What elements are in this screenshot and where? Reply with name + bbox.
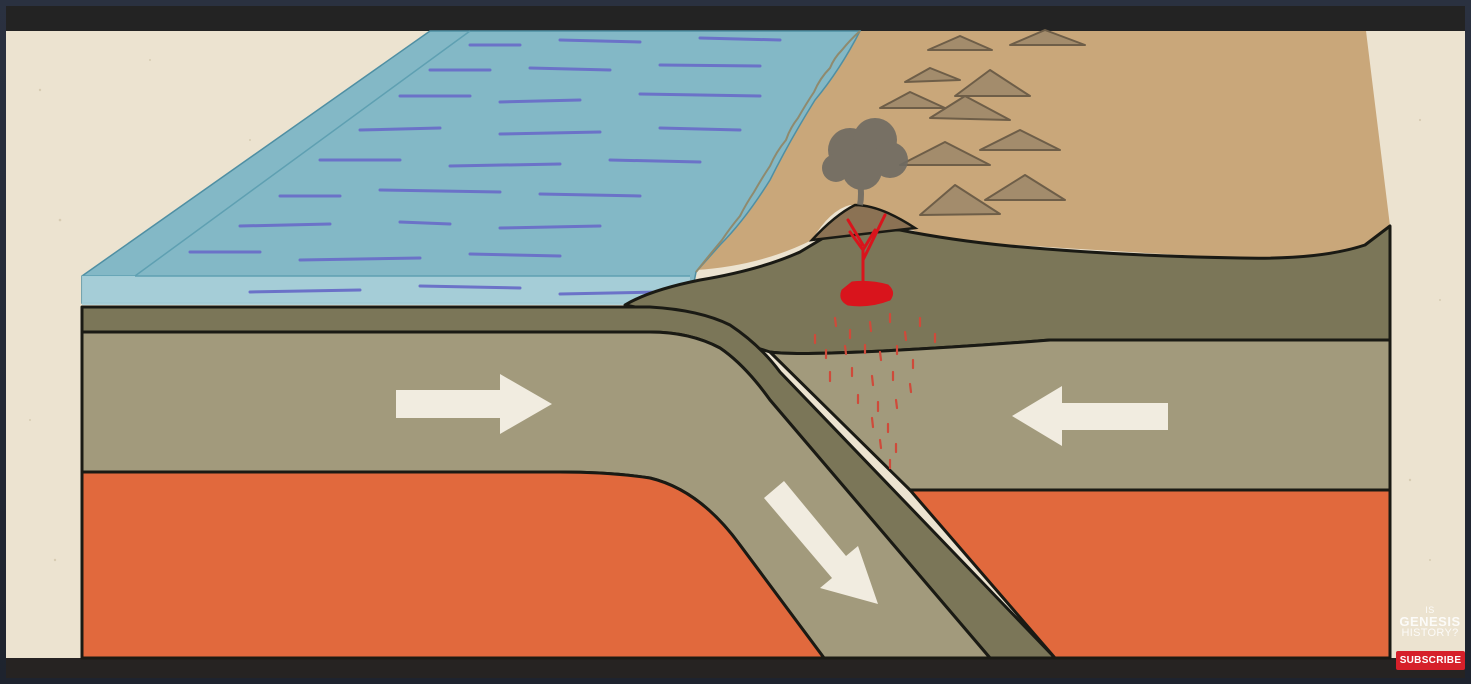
ocean-front-face — [82, 276, 690, 305]
channel-watermark: IS GENESIS HISTORY? — [1392, 606, 1468, 639]
top-bar — [6, 6, 1465, 31]
video-player[interactable]: IS GENESIS HISTORY? SUBSCRIBE — [6, 6, 1465, 678]
subscribe-button[interactable]: SUBSCRIBE — [1396, 651, 1465, 670]
subduction-diagram — [6, 6, 1465, 678]
watermark-line-3: HISTORY? — [1392, 628, 1468, 639]
bottom-bar — [6, 658, 1465, 678]
